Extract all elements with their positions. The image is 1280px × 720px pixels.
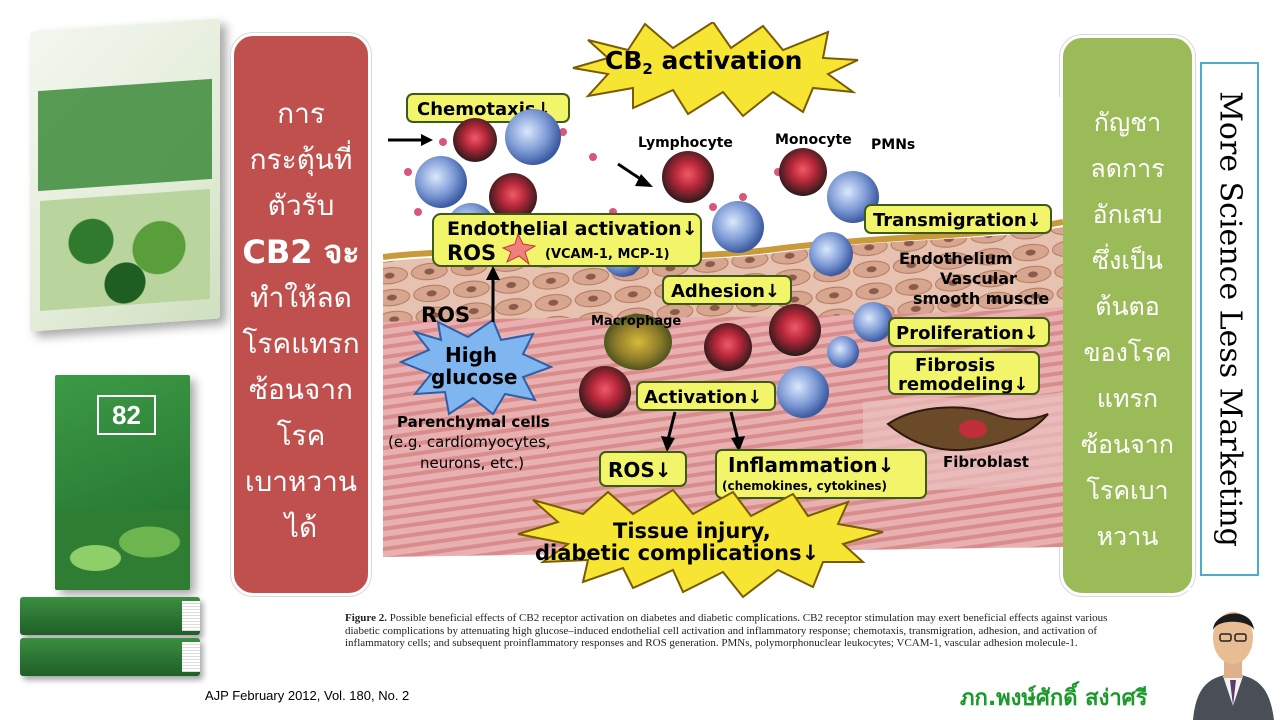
activation-arrow: [729, 411, 740, 441]
left-line: โรคแทรก: [242, 327, 360, 360]
book-cover-band: [38, 78, 212, 192]
parenchymal-label-3: neurons, etc.): [420, 454, 524, 472]
author-photo: [1188, 588, 1278, 720]
left-line: ได้: [284, 511, 318, 544]
fibrosis-box: [888, 351, 1040, 395]
activation-label: Activation↓: [644, 387, 762, 408]
book-stack-bottom: [20, 638, 200, 676]
glucose-arrow-head: [486, 266, 500, 280]
high-glucose-burst: [398, 318, 554, 416]
caption-text: Possible beneficial effects of CB2 recep…: [345, 612, 1108, 649]
right-callout-text: กัญชา ลดการ อักเสบ ซึ่งเป็น ต้นตอ ของโรค…: [1063, 100, 1192, 560]
transmigration-label: Transmigration↓: [873, 210, 1042, 231]
right-line: อักเสบ: [1092, 200, 1163, 229]
fibroblast-nucleus: [959, 420, 987, 438]
inflammation-label: Inflammation↓: [728, 453, 894, 477]
cb2-diagram: CB2 activation Chemotaxis↓: [382, 20, 1064, 600]
book-cover-leaves: [40, 189, 210, 311]
vcam-label: (VCAM-1, MCP-1): [545, 247, 670, 262]
vertical-title: More Science Less Marketing: [1212, 91, 1247, 547]
transmigration-box: [864, 204, 1052, 234]
ros-down-box: [599, 451, 687, 487]
ros-spark: [501, 232, 537, 266]
left-line: โรค: [276, 419, 326, 452]
ros-down-label: ROS↓: [608, 458, 672, 482]
vascular-label: Vascular: [940, 269, 1017, 288]
activation-arrow-head: [661, 436, 675, 452]
proliferation-box: [888, 317, 1050, 347]
book-cover-2: 82: [55, 375, 190, 590]
tissue-injury-label-2: diabetic complications↓: [535, 541, 819, 565]
tissue-injury-burst: [517, 488, 884, 599]
high-glucose-label-2: glucose: [431, 365, 517, 389]
left-line: เบาหวาน: [244, 465, 358, 498]
flow-arrow-head: [421, 134, 433, 146]
activation-arrow-head: [731, 436, 745, 452]
left-line: CB2 จะ: [242, 233, 360, 271]
citation: AJP February 2012, Vol. 180, No. 2: [205, 688, 410, 703]
parenchymal-label-1: Parenchymal cells: [397, 413, 550, 431]
author-name: ภก.พงษ์ศักดิ์ สง่าศรี: [960, 686, 1148, 711]
left-line: ซ้อนจาก: [248, 373, 354, 406]
chemokines-label: (chemokines, cytokines): [722, 479, 887, 493]
left-line: ตัวรับ: [267, 189, 335, 222]
flow-arrow-head: [635, 174, 653, 187]
right-line: หวาน: [1096, 522, 1159, 551]
left-line: ทำให้ลด: [250, 281, 352, 314]
vertical-title-box: More Science Less Marketing: [1200, 62, 1259, 576]
left-callout-text: การ กระตุ้นที่ ตัวรับ CB2 จะ ทำให้ลด โรค…: [234, 91, 368, 551]
tissue-injury-label-1: Tissue injury,: [613, 519, 771, 543]
left-callout-panel: การ กระตุ้นที่ ตัวรับ CB2 จะ ทำให้ลด โรค…: [231, 33, 371, 596]
right-line: โรคเบา: [1086, 476, 1169, 505]
smooth-muscle-label: smooth muscle: [913, 289, 1049, 308]
left-line: การ: [277, 97, 325, 130]
macrophage-cell: [604, 314, 672, 370]
cb2-burst: [572, 20, 859, 118]
high-glucose-label-1: High: [445, 343, 497, 367]
macrophage-label: Macrophage: [591, 314, 681, 329]
remodeling-label: remodeling↓: [898, 374, 1028, 395]
lymphocyte-cells: [453, 118, 827, 418]
lymphocyte-label: Lymphocyte: [638, 135, 733, 151]
endothelium-label: Endothelium: [899, 249, 1013, 268]
endothelial-activation-label: Endothelial activation↓: [447, 218, 698, 240]
inflammation-box: [715, 449, 927, 499]
diagram-svg: CB2 activation Chemotaxis↓: [382, 20, 1064, 599]
figure-caption: Figure 2. Possible beneficial effects of…: [345, 612, 1110, 650]
ros-top-label: ROS: [447, 241, 496, 265]
activation-box: [636, 381, 776, 411]
ros-left-label: ROS: [421, 303, 470, 327]
monocyte-label: Monocyte: [775, 132, 852, 148]
right-line: ของโรค: [1083, 338, 1172, 367]
right-line: ซ้อนจาก: [1081, 430, 1174, 459]
right-line: ลดการ: [1090, 154, 1165, 183]
fibroblast-label: Fibroblast: [943, 453, 1029, 471]
fibrosis-label: Fibrosis: [915, 355, 995, 376]
right-line: ซึ่งเป็น: [1092, 246, 1163, 275]
caption-label: Figure 2.: [345, 612, 387, 624]
activation-arrow: [666, 411, 677, 441]
right-callout-panel: กัญชา ลดการ อักเสบ ซึ่งเป็น ต้นตอ ของโรค…: [1060, 35, 1195, 596]
parenchymal-label-2: (e.g. cardiomyocytes,: [388, 433, 551, 451]
endothelial-activation-box: [432, 213, 702, 267]
pmns-label: PMNs: [871, 137, 915, 153]
book-cover-1: [30, 18, 220, 332]
book-cover-leaves: [55, 510, 190, 590]
right-line: ต้นตอ: [1095, 292, 1160, 321]
cb2-title: CB2 activation: [605, 46, 802, 78]
adhesion-label: Adhesion↓: [671, 281, 780, 302]
left-line: กระตุ้นที่: [249, 143, 353, 176]
adhesion-box: [662, 275, 792, 305]
book-stack-top: [20, 597, 200, 635]
book-number: 82: [97, 395, 156, 435]
right-line: แทรก: [1096, 384, 1159, 413]
right-line: กัญชา: [1093, 108, 1162, 137]
proliferation-label: Proliferation↓: [896, 323, 1039, 344]
